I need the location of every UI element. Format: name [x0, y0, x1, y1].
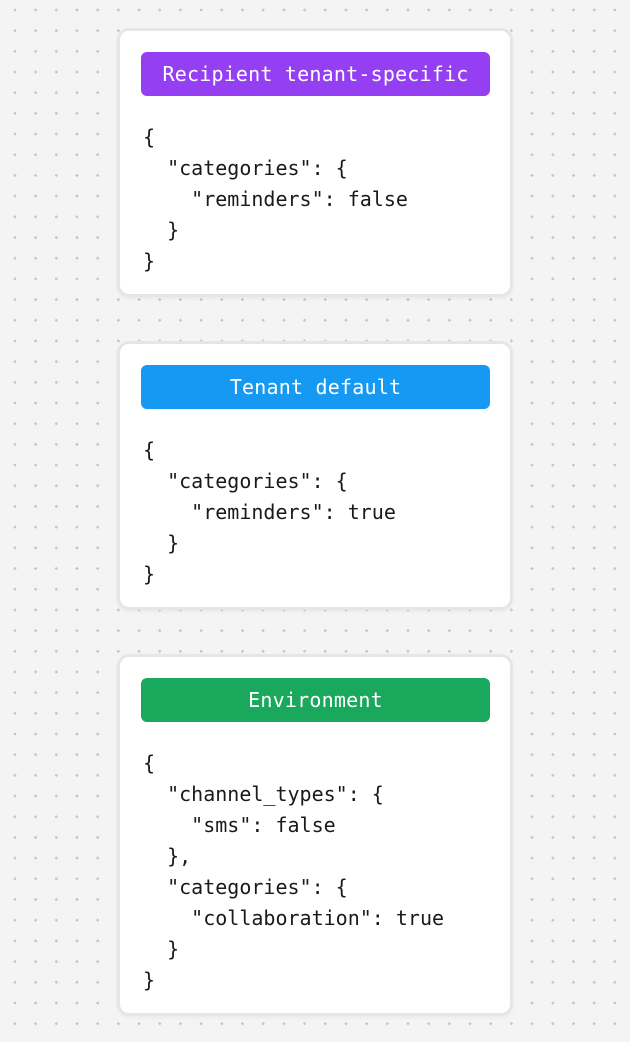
- json-code-block: { "categories": { "reminders": false } }: [143, 125, 408, 273]
- badge-label: Recipient tenant-specific: [162, 62, 469, 86]
- badge-label: Environment: [248, 688, 383, 712]
- environment-badge: Environment: [141, 678, 490, 722]
- card-tenant-default: Tenant default { "categories": { "remind…: [117, 341, 513, 610]
- card-recipient-tenant-specific: Recipient tenant-specific { "categories"…: [117, 28, 513, 297]
- card-environment: Environment { "channel_types": { "sms": …: [117, 654, 513, 1016]
- badge-label: Tenant default: [229, 375, 402, 399]
- recipient-tenant-specific-badge: Recipient tenant-specific: [141, 52, 490, 96]
- json-code-block: { "categories": { "reminders": true } }: [143, 438, 396, 586]
- json-code-block: { "channel_types": { "sms": false }, "ca…: [143, 751, 445, 992]
- tenant-default-badge: Tenant default: [141, 365, 490, 409]
